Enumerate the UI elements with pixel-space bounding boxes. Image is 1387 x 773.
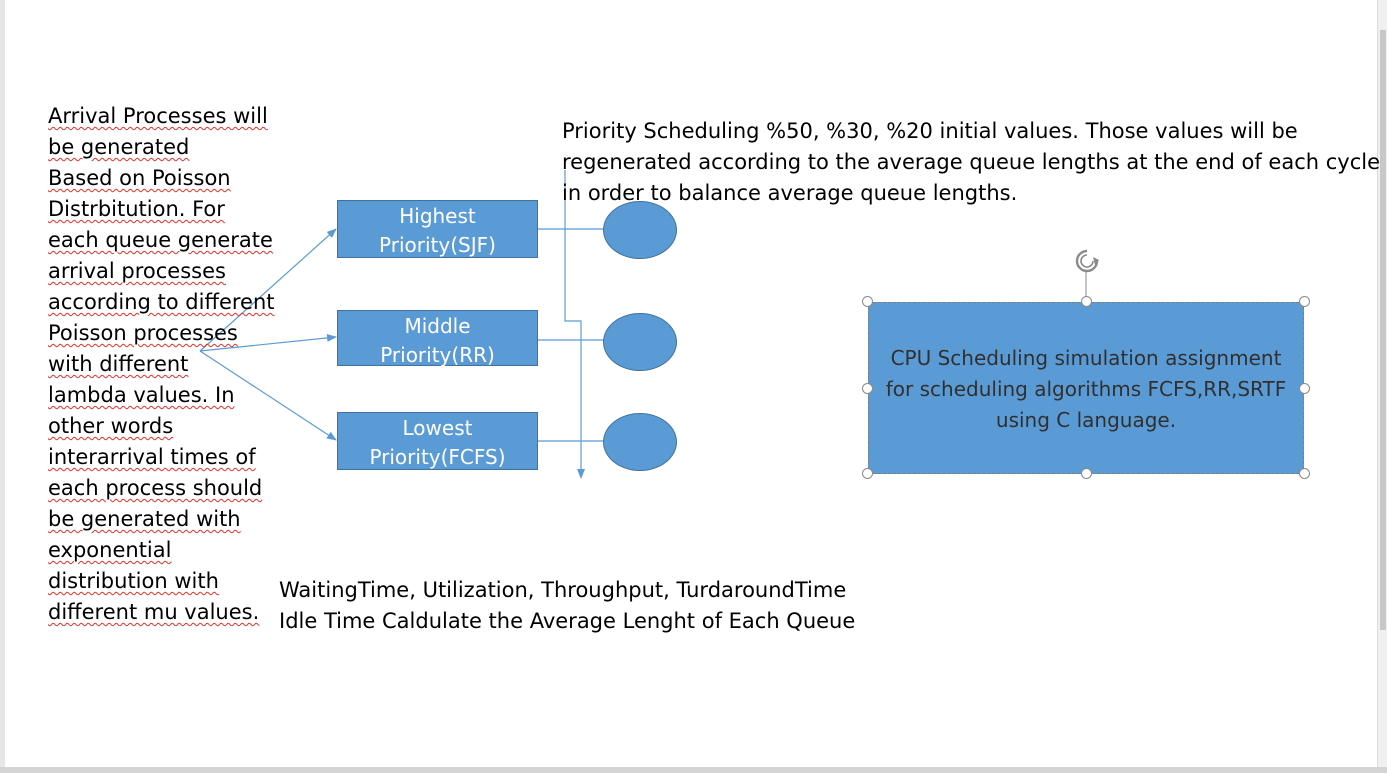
resize-handle-right[interactable]: [1299, 383, 1310, 394]
elbow-connector: [564, 170, 585, 479]
queue-middle-priority[interactable]: Middle Priority(RR): [337, 310, 538, 367]
arrow-to-middle: [199, 333, 337, 352]
server-circle-highest[interactable]: [603, 201, 677, 259]
left-line: interarrival times of: [48, 445, 256, 469]
left-line: Poisson processes: [48, 321, 238, 345]
left-description[interactable]: Arrival Processes will be generated Base…: [48, 101, 275, 628]
queue-label: Highest: [399, 204, 476, 228]
cpu-line: using C language.: [995, 408, 1177, 432]
left-line: be generated: [48, 135, 190, 159]
resize-handle-top[interactable]: [1081, 296, 1092, 307]
metrics-text[interactable]: WaitingTime, Utilization, Throughput, Tu…: [279, 575, 855, 637]
left-line: lambda values. In: [48, 383, 235, 407]
left-line: arrival processes: [48, 259, 226, 283]
left-line: Based on Poisson: [48, 166, 231, 190]
bottom-line: WaitingTime, Utilization, Throughput, Tu…: [279, 578, 847, 602]
left-line: according to different: [48, 290, 275, 314]
resize-handle-top-right[interactable]: [1299, 296, 1310, 307]
cpu-scheduling-box[interactable]: CPU Scheduling simulation assignment for…: [868, 302, 1304, 474]
arrow-to-highest: [199, 228, 337, 352]
left-line: each queue generate: [48, 228, 273, 252]
left-line: Arrival Processes will: [48, 104, 268, 128]
left-line: exponential: [48, 538, 172, 562]
resize-handle-bottom-left[interactable]: [862, 468, 873, 479]
left-line: distribution with: [48, 569, 219, 593]
top-line: in order to balance average queue length…: [562, 181, 1018, 205]
queue-label: Priority(FCFS): [369, 445, 506, 469]
queue-label: Priority(RR): [380, 343, 495, 367]
resize-handle-bottom[interactable]: [1081, 468, 1092, 479]
rotate-icon[interactable]: [1073, 247, 1101, 275]
resize-handle-bottom-right[interactable]: [1299, 468, 1310, 479]
left-line: other words: [48, 414, 174, 438]
left-line: be generated with: [48, 507, 241, 531]
resize-handle-left[interactable]: [862, 383, 873, 394]
window-bottom-edge: [0, 767, 1387, 773]
queue-label: Lowest: [402, 416, 473, 440]
arrow-to-lowest: [199, 350, 337, 441]
queue-label: Priority(SJF): [379, 233, 496, 257]
left-line: different mu values.: [48, 600, 260, 624]
bottom-line: Idle Time Caldulate the Average Lenght o…: [279, 609, 856, 633]
cpu-line: CPU Scheduling simulation assignment: [890, 346, 1282, 370]
cpu-line: for scheduling algorithms FCFS,RR,SRTF: [885, 377, 1287, 401]
vertical-scrollbar[interactable]: [1377, 0, 1387, 767]
priority-scheduling-text[interactable]: Priority Scheduling %50, %30, %20 initia…: [562, 116, 1380, 209]
queue-highest-priority[interactable]: Highest Priority(SJF): [337, 200, 538, 258]
left-line: with different: [48, 352, 189, 376]
server-circle-middle[interactable]: [603, 313, 677, 371]
left-line: Distrbitution. For: [48, 197, 225, 221]
scrollbar-thumb[interactable]: [1380, 30, 1386, 630]
top-line: Priority Scheduling %50, %30, %20 initia…: [562, 119, 1298, 143]
top-line: regenerated according to the average que…: [562, 150, 1381, 174]
queue-label: Middle: [404, 314, 471, 338]
queue-lowest-priority[interactable]: Lowest Priority(FCFS): [337, 412, 538, 470]
left-line: each process should: [48, 476, 263, 500]
resize-handle-top-left[interactable]: [862, 296, 873, 307]
server-circle-lowest[interactable]: [603, 413, 677, 471]
